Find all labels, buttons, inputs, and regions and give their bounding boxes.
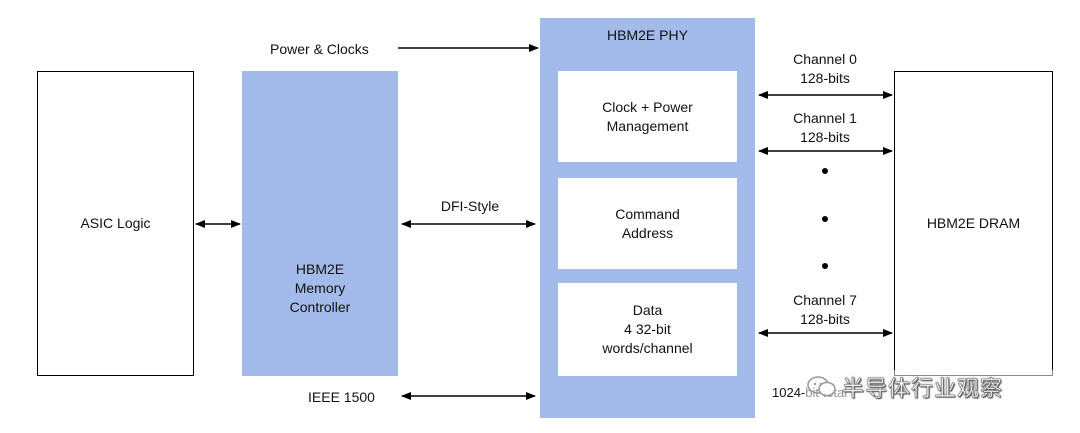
hbm2e-dram-block: HBM2E DRAM bbox=[894, 71, 1053, 376]
asic-logic-label: ASIC Logic bbox=[80, 215, 151, 231]
clock-power-management-block: Clock + Power Management bbox=[558, 71, 737, 162]
channel7-label: Channel 7 128-bits bbox=[793, 292, 857, 327]
ellipsis-dot bbox=[822, 168, 828, 174]
channel1-label: Channel 1 128-bits bbox=[793, 110, 857, 145]
dfi-style-label: DFI-Style bbox=[440, 198, 500, 214]
clock-power-management-label: Clock + Power Management bbox=[602, 98, 693, 134]
watermark-text: 半导体行业观察 bbox=[842, 377, 1004, 403]
memory-controller-block: HBM2E Memory Controller bbox=[242, 71, 398, 376]
power-clocks-label: Power & Clocks bbox=[270, 41, 369, 57]
hbm2e-dram-label: HBM2E DRAM bbox=[926, 215, 1021, 231]
watermark: 半导体行业观察 bbox=[806, 370, 1056, 404]
command-address-block: Command Address bbox=[558, 178, 737, 269]
data-block: Data 4 32-bit words/channel bbox=[558, 283, 737, 376]
command-address-label: Command Address bbox=[615, 205, 680, 241]
memory-controller-label: HBM2E Memory Controller bbox=[289, 261, 351, 315]
data-label: Data 4 32-bit words/channel bbox=[602, 302, 693, 356]
asic-logic-block: ASIC Logic bbox=[37, 71, 194, 376]
phy-block: HBM2E PHY Clock + Power Management Comma… bbox=[540, 18, 755, 418]
channel0-label: Channel 0 128-bits bbox=[793, 51, 857, 86]
phy-title: HBM2E PHY bbox=[607, 27, 688, 43]
ellipsis-dot bbox=[822, 216, 828, 222]
ieee-1500-label: IEEE 1500 bbox=[308, 389, 375, 405]
ellipsis-dot bbox=[822, 263, 828, 269]
chat-bubble-icon bbox=[807, 376, 836, 397]
